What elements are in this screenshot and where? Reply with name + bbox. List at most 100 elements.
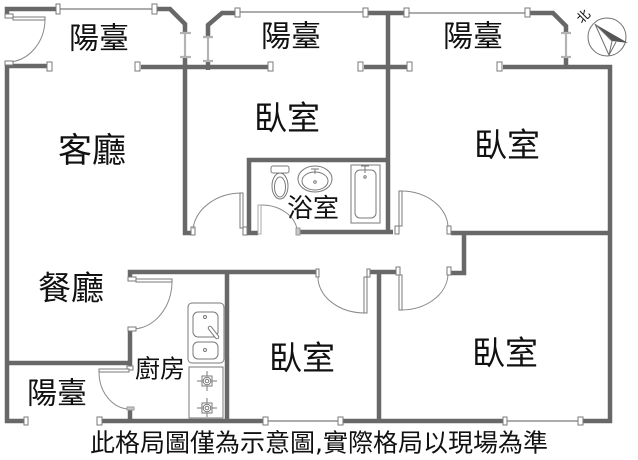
wall-balcony-top-left-right — [157, 6, 188, 33]
wall-hall-notch — [451, 233, 467, 276]
bathtub-faucet — [361, 165, 369, 173]
kitchen-basin-upper — [192, 311, 219, 338]
opening-marker — [46, 61, 53, 72]
compass-north-label: 北 — [574, 7, 594, 27]
wall-kitchen-top — [127, 269, 317, 278]
room-labels: 陽臺 陽臺 陽臺 客廳 臥室 臥室 浴室 餐廳 廚房 陽臺 臥室 臥室 — [27, 20, 540, 412]
window-marker — [362, 7, 369, 18]
room-label-balcony-top-middle: 陽臺 — [261, 20, 321, 55]
window-marker — [262, 416, 269, 426]
burner-center — [204, 378, 210, 384]
door-swing-arc — [260, 204, 298, 230]
window-marker — [502, 416, 508, 426]
walls — [4, 6, 613, 424]
window-marker — [234, 7, 241, 18]
opening-markers — [23, 3, 584, 426]
sliding-door-middle — [203, 35, 213, 63]
door-swing-arc — [317, 276, 366, 314]
wall-balcony-middle-left-upper — [205, 10, 235, 37]
sliding-door-right — [561, 31, 571, 59]
door-jamb — [127, 276, 137, 282]
door-kitchen-balcony — [98, 365, 135, 411]
toilet-tank — [270, 165, 290, 174]
opening-marker — [134, 61, 141, 72]
door-jamb — [446, 225, 452, 235]
opening-marker — [96, 416, 103, 426]
door-leaf — [239, 192, 244, 229]
burner-ring — [202, 376, 212, 386]
room-label-dining-room: 餐廳 — [38, 269, 104, 308]
room-label-balcony-top-right: 陽臺 — [443, 20, 503, 55]
room-label-bedroom-bottom-middle: 臥室 — [269, 339, 335, 378]
door-jamb — [126, 406, 135, 411]
burner-frame — [201, 402, 213, 414]
opening-marker — [496, 61, 503, 72]
windows — [60, 8, 578, 422]
bathtub-outer — [350, 164, 381, 224]
door-jamb — [4, 60, 14, 66]
toilet-icon — [270, 165, 290, 200]
door-jamb — [315, 268, 320, 278]
sink-basin-outer — [297, 165, 333, 193]
room-label-living-room: 客廳 — [58, 131, 126, 171]
opening-marker — [267, 61, 274, 72]
kitchen-sink-icon — [187, 302, 225, 364]
stove-burner — [197, 398, 217, 417]
door-leaf — [398, 190, 403, 227]
window-marker — [577, 416, 584, 426]
door-swing-arc — [98, 371, 131, 410]
door-jamb — [394, 225, 400, 235]
door-swing-arc — [400, 190, 449, 228]
bathtub-drain — [363, 175, 367, 179]
kitchen-faucet-handle-fill — [208, 326, 219, 339]
room-label-balcony-bottom-left: 陽臺 — [27, 377, 87, 412]
kitchen-drain — [203, 348, 207, 352]
kitchen-drain — [203, 315, 207, 319]
window-marker — [403, 7, 410, 18]
wall-left-exterior — [4, 63, 24, 424]
compass-needle-outline — [594, 23, 613, 57]
sink-drain — [313, 180, 317, 184]
door-jamb — [295, 227, 301, 236]
sink-icon — [297, 165, 333, 193]
bathtub-icon — [350, 164, 381, 224]
door-jamb — [4, 13, 14, 19]
room-label-bedroom-top-right: 臥室 — [474, 126, 540, 165]
opening-marker — [23, 416, 29, 426]
burner-ring — [202, 403, 212, 413]
door-leaf — [398, 274, 403, 311]
sliding-door-jamb — [180, 31, 191, 59]
door-bedroom-top-middle — [190, 192, 248, 236]
door-balcony-top-left — [4, 13, 46, 66]
room-label-bedroom-top-middle: 臥室 — [254, 99, 320, 138]
sliding-door-jamb — [561, 31, 571, 59]
door-bedroom-bottom-middle — [315, 268, 371, 314]
door-jamb — [127, 326, 137, 332]
toilet-seat — [274, 176, 286, 198]
sliding-door-jamb — [203, 35, 213, 63]
door-jamb — [395, 266, 401, 276]
disclaimer-caption: 此格局圖僅為示意圖,實際格局以現場為準 — [90, 429, 548, 458]
opening-marker — [406, 61, 413, 72]
room-label-kitchen: 廚房 — [135, 355, 185, 384]
window-marker — [55, 3, 61, 15]
compass-ring — [587, 17, 627, 57]
door-swing-arc — [8, 19, 46, 63]
compass-icon: 北 — [574, 7, 628, 57]
wall-living-room-right — [182, 57, 191, 236]
door-bedroom-top-right — [394, 190, 452, 235]
burner-center — [204, 405, 210, 411]
room-label-balcony-top-left: 陽臺 — [69, 22, 129, 57]
door-kitchen-dining — [127, 276, 173, 332]
wall-bathroom-left-top — [246, 157, 388, 233]
door-leaf — [257, 204, 262, 235]
door-swing-arc — [133, 281, 173, 330]
wall-balcony-right-top — [530, 10, 569, 33]
door-leaf — [12, 16, 46, 21]
kitchen-counter — [187, 302, 225, 364]
door-bedroom-bottom-right — [395, 266, 452, 311]
door-jamb — [242, 226, 248, 236]
room-label-bedroom-bottom-right: 臥室 — [472, 334, 538, 373]
door-swing-arc — [400, 274, 449, 311]
